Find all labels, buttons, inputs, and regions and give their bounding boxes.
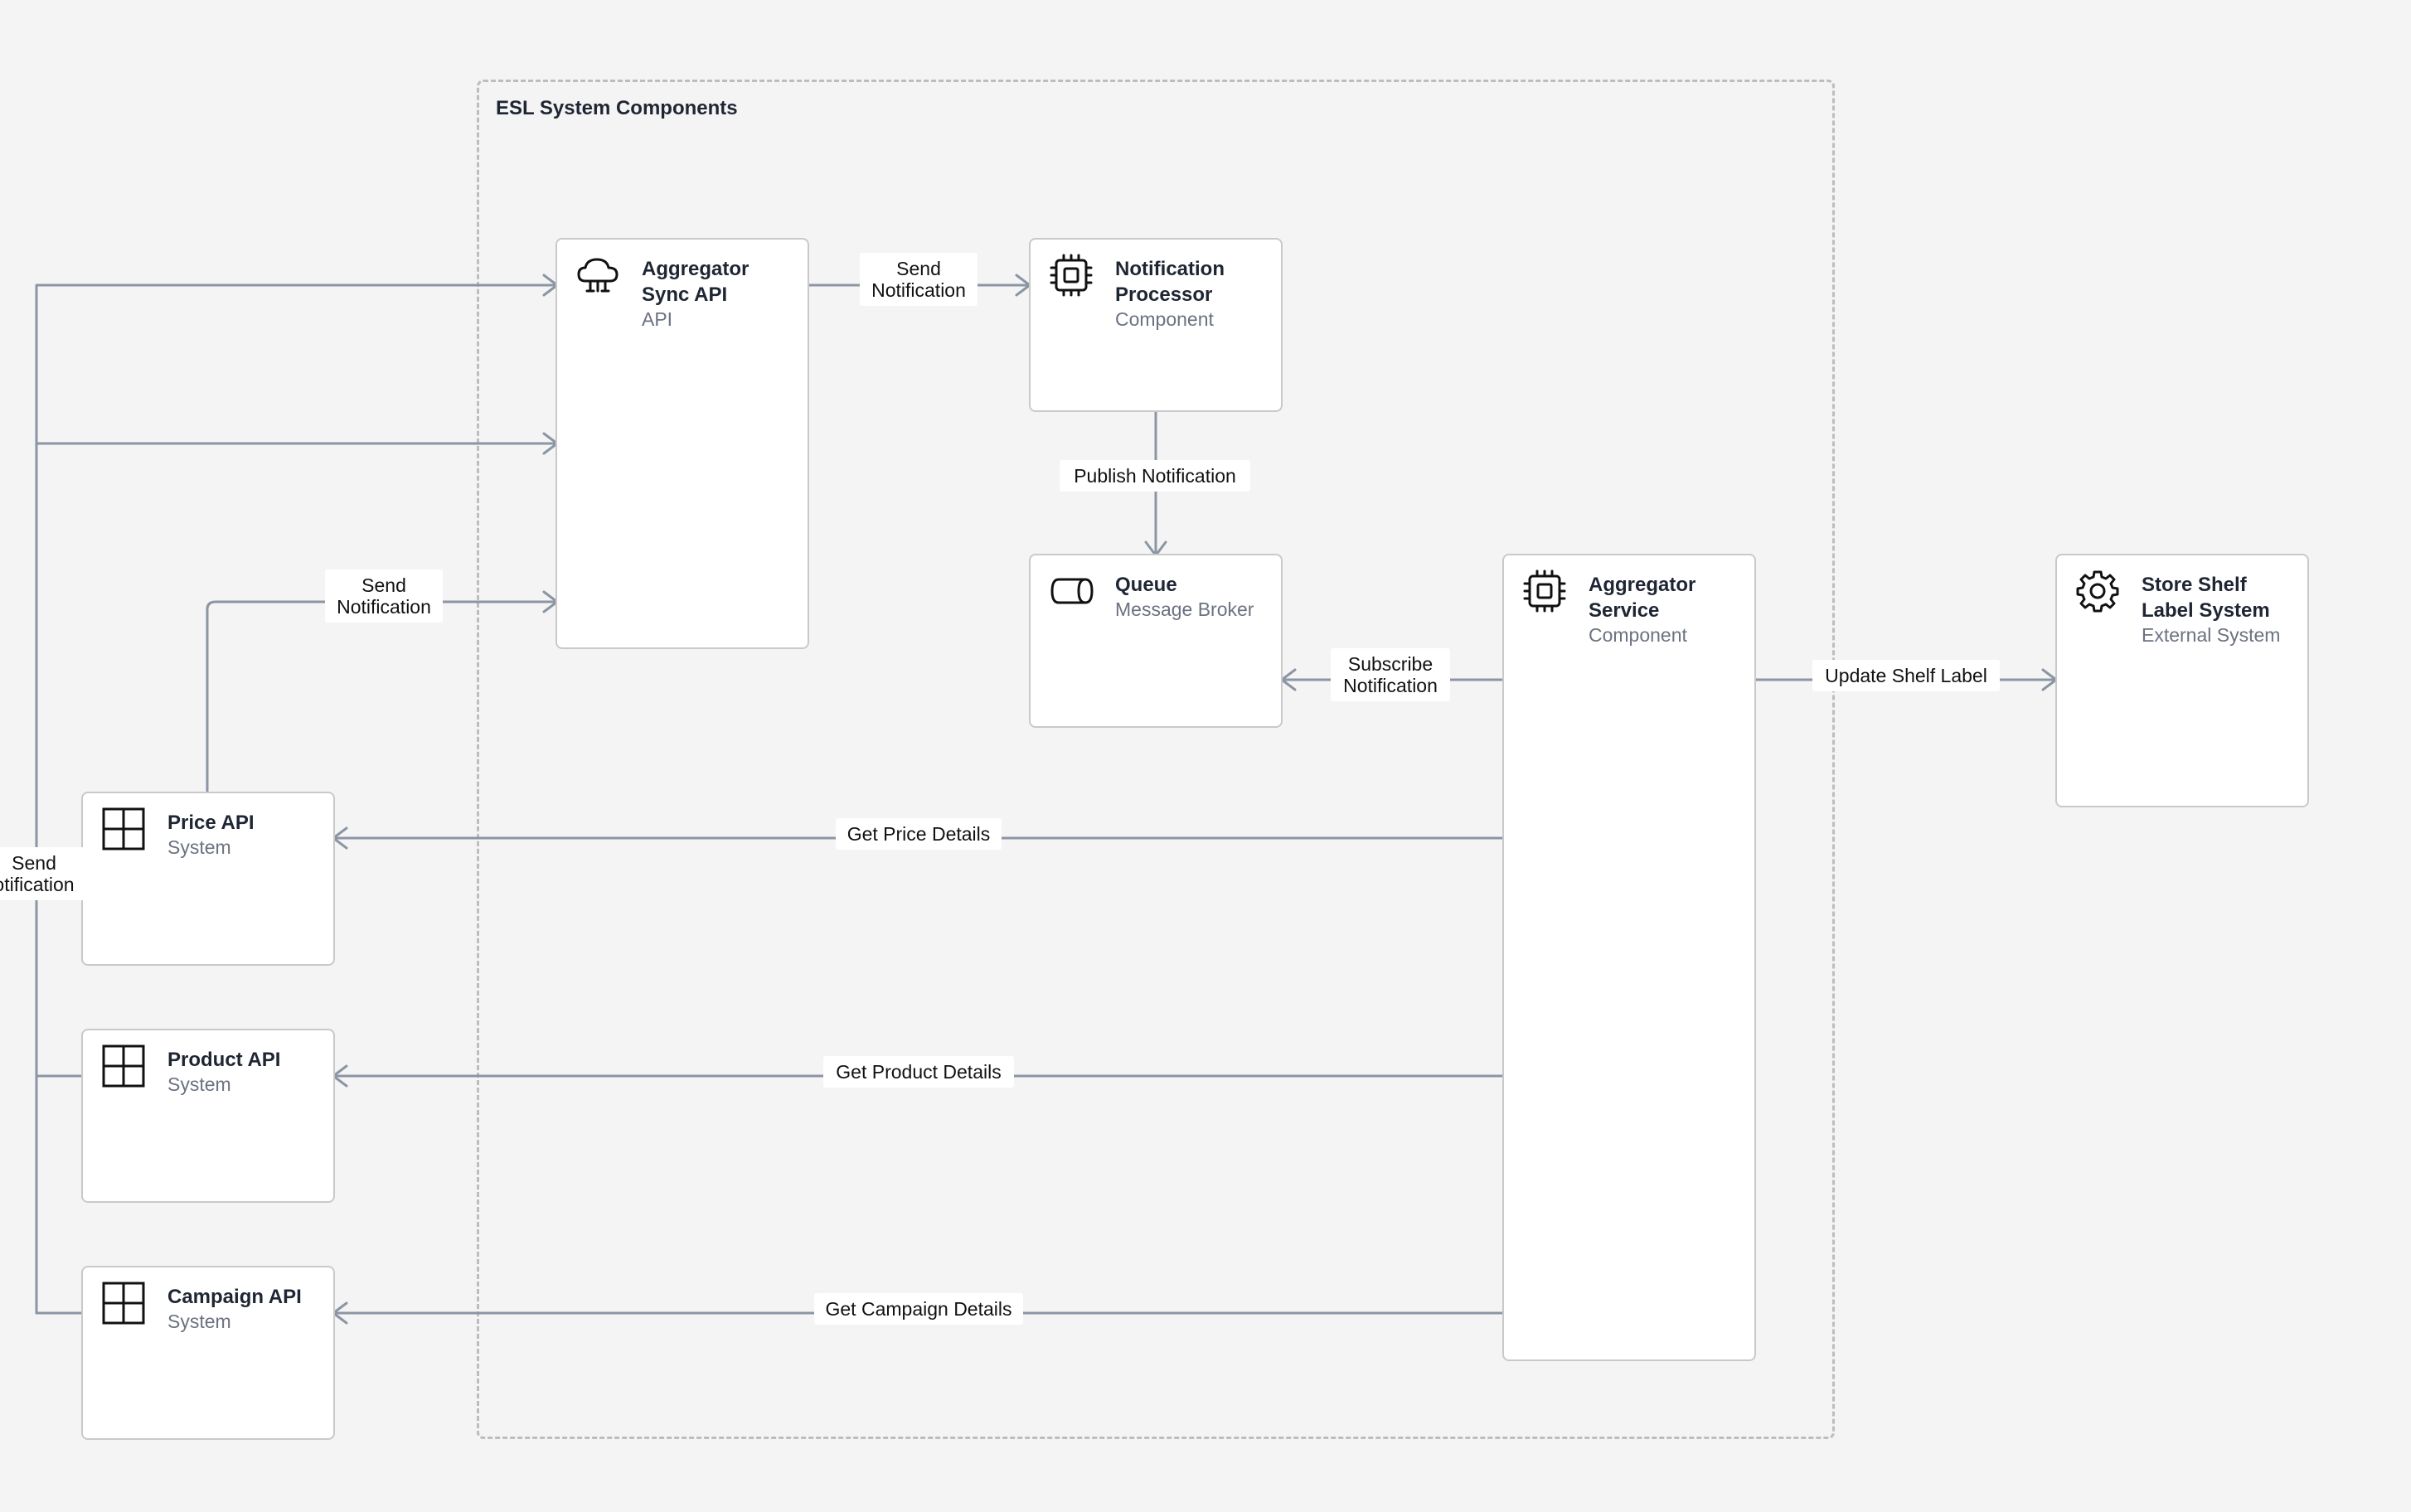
node-title: Product API — [167, 1049, 281, 1071]
node-type: System — [167, 836, 231, 858]
node-type: System — [167, 1073, 231, 1095]
node-queue[interactable]: Queue Message Broker — [1029, 554, 1283, 728]
edge-price-to-sync — [206, 600, 559, 793]
edge-label-send-notification-price: Send Notification — [325, 569, 443, 623]
node-aggregator-sync-api[interactable]: Aggregator Sync API API — [555, 238, 809, 649]
edge-label-get-product-details: Get Product Details — [823, 1056, 1014, 1088]
grid-system-icon — [102, 1282, 145, 1325]
esl-system-components-group: ESL System Components — [477, 80, 1835, 1439]
group-title: ESL System Components — [496, 97, 738, 119]
node-campaign-api[interactable]: Campaign API System — [81, 1266, 335, 1440]
edge-left-bus — [35, 284, 559, 1315]
node-type: Component — [1589, 624, 1687, 646]
grid-system-icon — [102, 1044, 145, 1088]
node-type: External System — [2142, 624, 2281, 646]
node-aggregator-service[interactable]: Aggregator Service Component — [1502, 554, 1756, 1361]
cpu-chip-icon — [1523, 569, 1566, 613]
node-type: Message Broker — [1115, 598, 1254, 620]
node-product-api[interactable]: Product API System — [81, 1029, 335, 1203]
gear-icon — [2076, 570, 2119, 613]
node-type: System — [167, 1311, 231, 1332]
edge-label-publish-notification: Publish Notification — [1060, 460, 1250, 492]
node-title: Aggregator Service — [1589, 574, 1696, 622]
node-title: Campaign API — [167, 1286, 302, 1308]
node-title: Queue — [1115, 574, 1177, 596]
node-type: API — [642, 308, 673, 330]
node-store-shelf-label-system[interactable]: Store Shelf Label System External System — [2055, 554, 2309, 807]
node-title: Price API — [167, 812, 255, 834]
edge-label-update-shelf-label: Update Shelf Label — [1812, 660, 2000, 691]
edge-label-get-price-details: Get Price Details — [836, 818, 1002, 850]
node-title: Aggregator Sync API — [642, 258, 749, 306]
node-title: Notification Processor — [1115, 258, 1225, 306]
cylinder-queue-icon — [1050, 578, 1094, 604]
cpu-chip-icon — [1050, 254, 1093, 297]
edge-label-get-campaign-details: Get Campaign Details — [814, 1293, 1023, 1325]
edge-label-send-notification-left: Send otification — [0, 847, 93, 900]
node-notification-processor[interactable]: Notification Processor Component — [1029, 238, 1283, 412]
edge-label-send-notification: Send Notification — [860, 253, 977, 306]
cloud-api-icon — [577, 258, 619, 293]
node-title: Store Shelf Label System — [2142, 574, 2270, 622]
grid-system-icon — [102, 807, 145, 850]
edge-label-subscribe-notification: Subscribe Notification — [1331, 648, 1450, 701]
node-type: Component — [1115, 308, 1214, 330]
node-price-api[interactable]: Price API System — [81, 792, 335, 966]
